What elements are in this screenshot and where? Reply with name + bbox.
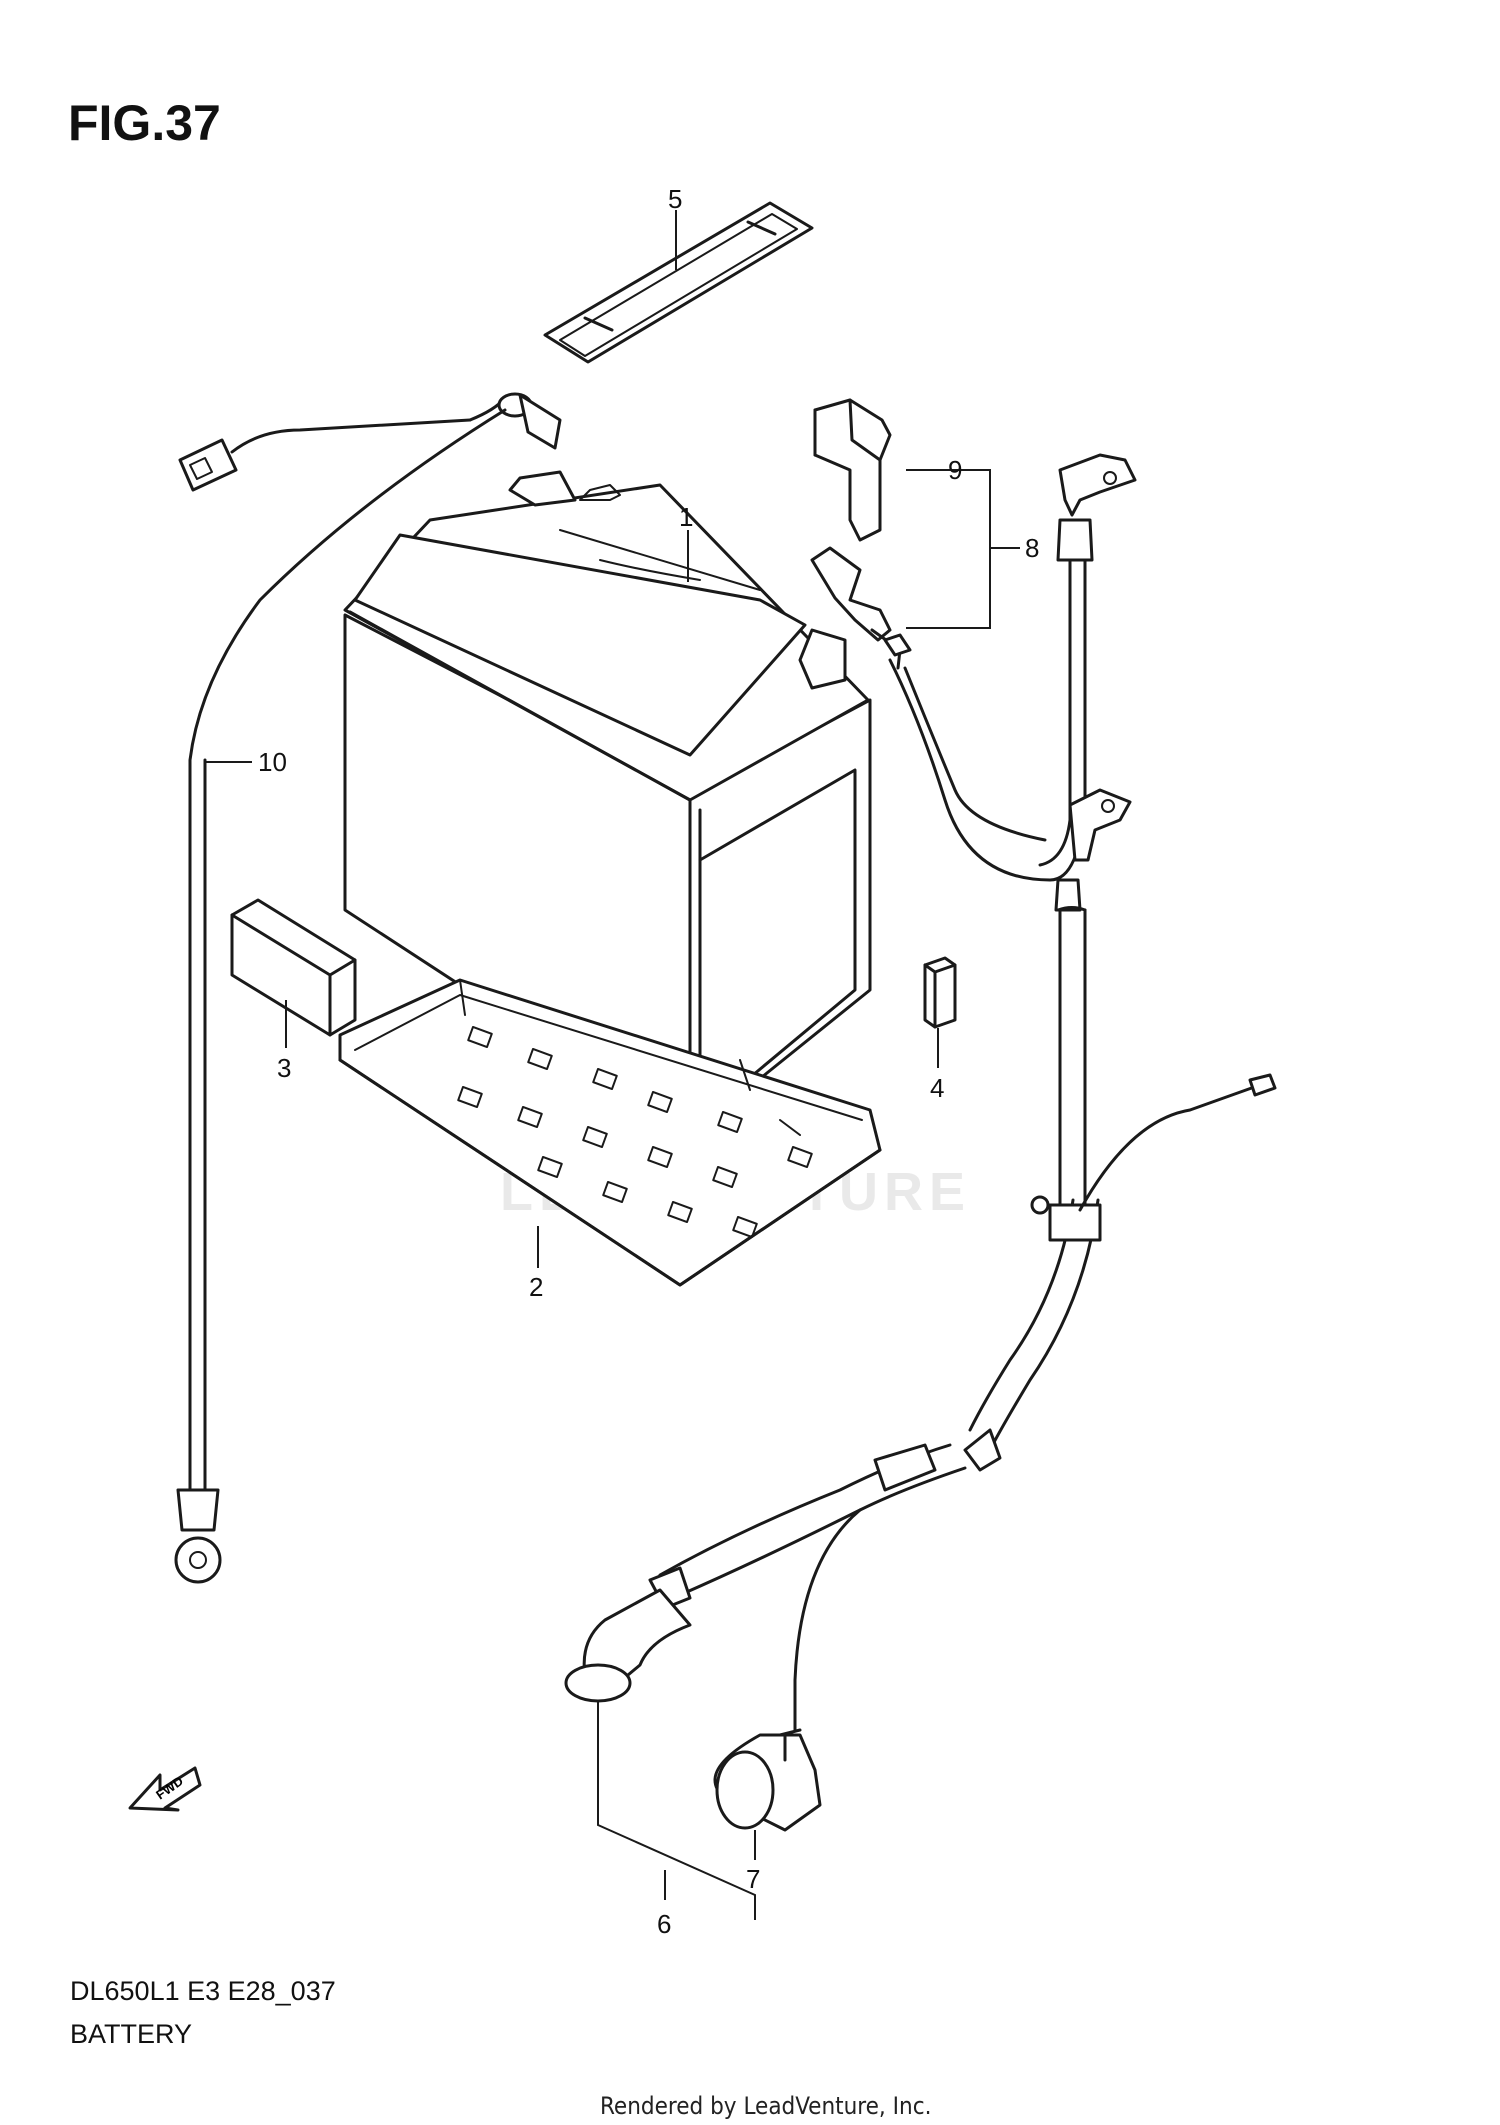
- figure-name: BATTERY: [70, 2019, 192, 2049]
- positive-lead-8: [810, 453, 1137, 882]
- starter-lead-6: [564, 788, 1277, 1737]
- callout-2: 2: [529, 1272, 543, 1302]
- terminal-cover: [813, 398, 892, 542]
- battery: [343, 470, 872, 1137]
- figure-title: FIG.37: [68, 95, 221, 151]
- callout-5: 5: [668, 184, 682, 214]
- callout-4: 4: [930, 1073, 944, 1103]
- fwd-arrow-icon: FWD: [128, 1766, 202, 1812]
- pad-3: [230, 898, 357, 1037]
- callout-10: 10: [258, 747, 287, 777]
- battery-tray: [338, 978, 882, 1287]
- callout-7: 7: [746, 1864, 760, 1894]
- callout-9: 9: [948, 455, 962, 485]
- bracket-6: [597, 1702, 756, 1920]
- spacer-4: [923, 956, 957, 1029]
- rendered-by: Rendered by LeadVenture, Inc.: [600, 2092, 931, 2120]
- bracket-8-9: [906, 469, 991, 629]
- battery-strap: [543, 201, 814, 364]
- callout-8: 8: [1025, 533, 1039, 563]
- ground-terminal-7: [713, 1733, 822, 1832]
- callout-1: 1: [679, 502, 693, 532]
- lead-wire-10: [174, 392, 562, 1584]
- figure-code: DL650L1 E3 E28_037: [70, 1976, 336, 2006]
- callout-6: 6: [657, 1909, 671, 1939]
- callout-3: 3: [277, 1053, 291, 1083]
